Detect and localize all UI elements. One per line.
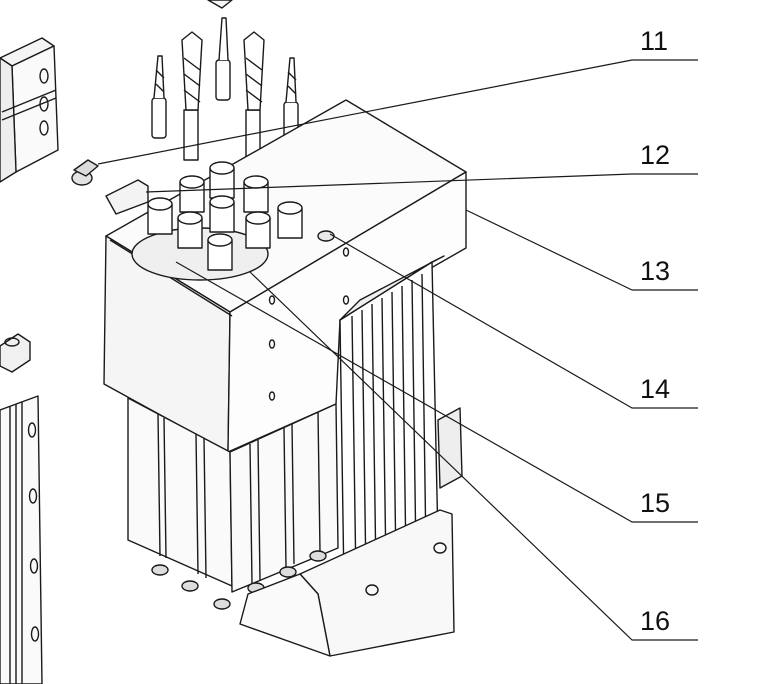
spindle-collet-cluster <box>71 159 335 281</box>
lower-spindle-bodies <box>127 397 339 593</box>
callout-labels: 11 12 13 14 15 16 <box>640 26 670 636</box>
callout-label-13: 13 <box>640 256 670 286</box>
callout-label-15: 15 <box>640 488 670 518</box>
leader-15 <box>175 261 698 523</box>
leader-11 <box>97 59 698 165</box>
callout-label-12: 12 <box>640 140 670 170</box>
callout-label-11: 11 <box>640 26 668 56</box>
top-small-block <box>207 0 233 9</box>
leader-13 <box>465 209 698 291</box>
callout-label-16: 16 <box>640 606 670 636</box>
drill-bits <box>151 17 299 161</box>
spindle-nuts <box>151 550 327 610</box>
upper-rail-block <box>0 37 59 183</box>
leader-lines <box>97 59 698 641</box>
left-guide-rail <box>0 333 43 684</box>
leader-12 <box>145 173 698 193</box>
callout-label-14: 14 <box>640 374 670 404</box>
leader-14 <box>329 233 698 409</box>
motor-assembly <box>239 255 463 657</box>
leader-16 <box>249 271 698 641</box>
